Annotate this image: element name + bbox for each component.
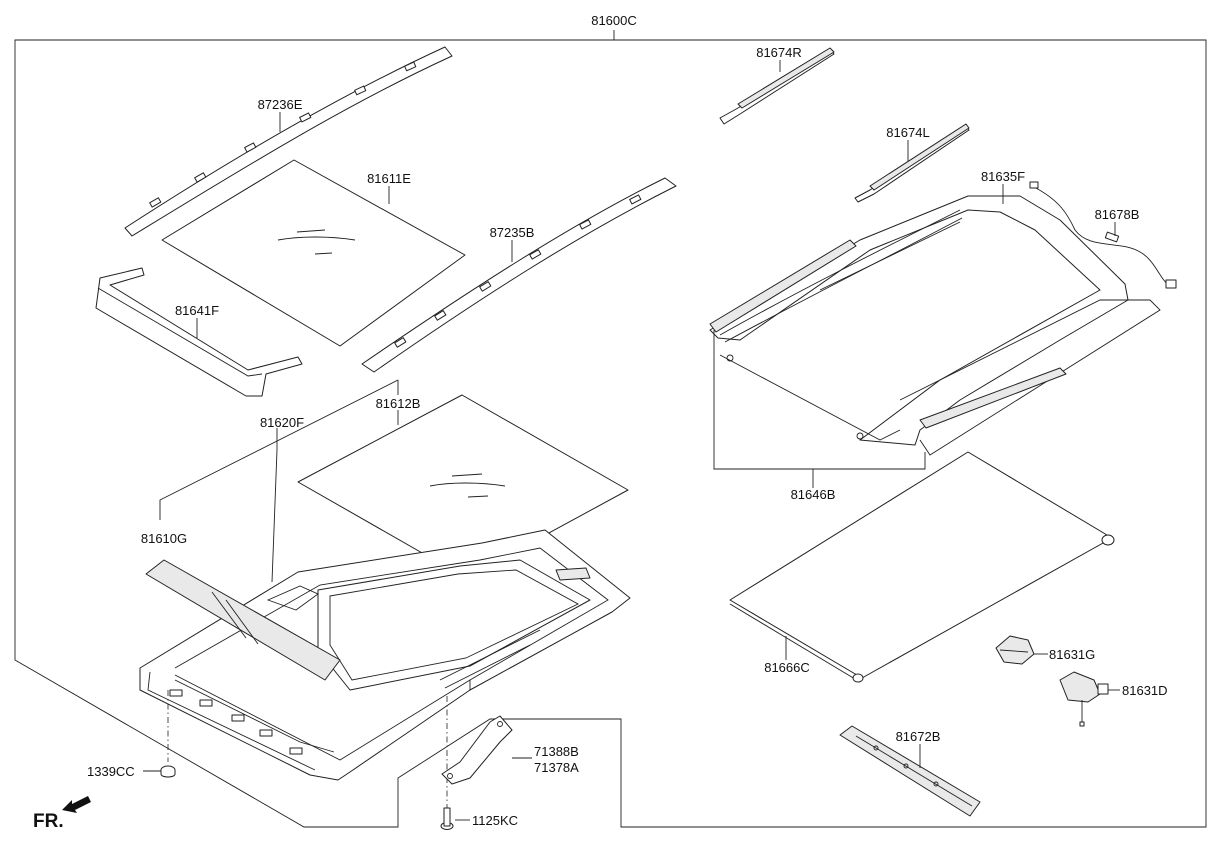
front-label: FR. — [33, 811, 64, 832]
label-81635F: 81635F — [981, 169, 1025, 184]
part-81631D-motor — [1059, 671, 1109, 727]
part-81610G-panel — [145, 559, 341, 681]
part-81666C-blind — [729, 451, 1115, 683]
label-71388B: 71388B — [534, 744, 579, 759]
part-81631G-motor — [995, 635, 1035, 665]
part-1125KC-bolt — [440, 807, 454, 830]
leader-lines — [143, 60, 1120, 821]
label-71378A: 71378A — [534, 760, 579, 775]
label-81666C: 81666C — [764, 660, 810, 675]
label-87236E: 87236E — [258, 97, 303, 112]
part-87235B-molding — [361, 177, 677, 373]
assembly-bracket — [14, 30, 1207, 828]
label-81674L: 81674L — [886, 125, 929, 140]
part-81635F-rail-frame — [709, 195, 1161, 456]
front-arrow-icon — [62, 796, 91, 813]
part-71388B-bracket — [441, 715, 513, 785]
part-81672B-trim — [839, 725, 981, 817]
front-indicator: FR. — [33, 796, 91, 832]
label-81641F: 81641F — [175, 303, 219, 318]
dashed-guides — [167, 690, 448, 808]
label-81672B: 81672B — [896, 729, 941, 744]
part-81641F-deflector — [95, 267, 303, 397]
leader-bracket-81646B — [713, 330, 926, 488]
part-81678B-wiring — [1029, 181, 1177, 289]
label-81600C: 81600C — [591, 13, 637, 28]
part-87236E-molding — [124, 46, 453, 237]
roof-frame-assembly — [139, 529, 631, 781]
label-1339CC: 1339CC — [87, 764, 135, 779]
label-81620F: 81620F — [260, 415, 304, 430]
label-81674R: 81674R — [756, 45, 802, 60]
part-81611E-glass — [161, 159, 466, 347]
label-81631G: 81631G — [1049, 647, 1095, 662]
label-81678B: 81678B — [1095, 207, 1140, 222]
label-81631D: 81631D — [1122, 683, 1168, 698]
leader-bracket-81620F — [159, 379, 399, 583]
label-81611E: 81611E — [367, 171, 411, 186]
label-87235B: 87235B — [490, 225, 535, 240]
label-1125KC: 1125KC — [472, 813, 518, 828]
part-81674L-hose — [854, 123, 970, 203]
part-1339CC-grommet — [160, 765, 176, 778]
label-81612B: 81612B — [376, 396, 421, 411]
label-81646B: 81646B — [791, 487, 836, 502]
label-81610G: 81610G — [141, 531, 187, 546]
part-81674R-hose — [719, 47, 835, 125]
